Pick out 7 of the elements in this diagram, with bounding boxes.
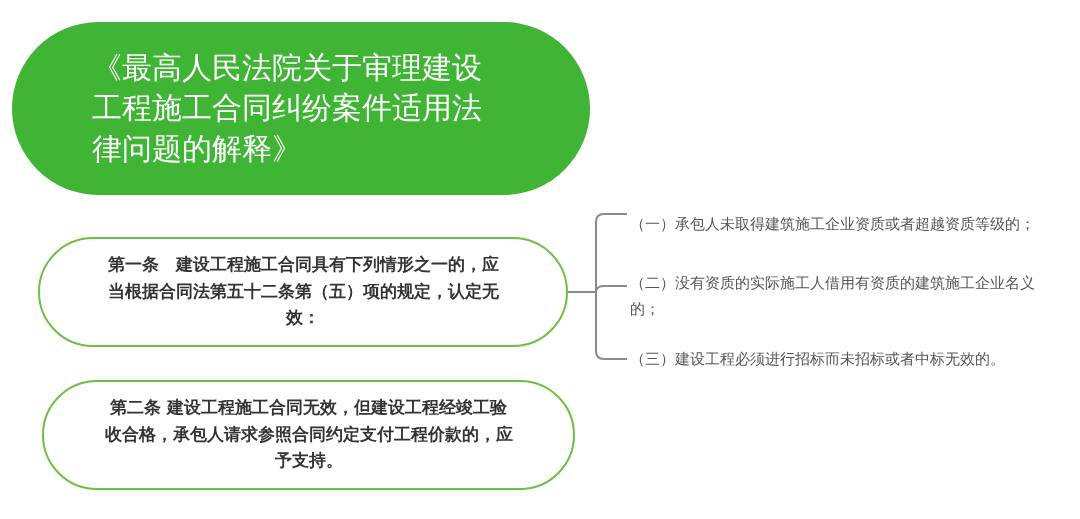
bracket-connector [567, 291, 628, 360]
article-text: 第二条 建设工程施工合同无效，但建设工程经竣工验收合格，承包人请求参照合同约定支付工程价款的，应予支持。 [104, 397, 513, 473]
title-text: 《最高人民法院关于审理建设工程施工合同纠纷案件适用法律问题的解释》 [92, 48, 483, 168]
list-item-text: （一）承包人未取得建筑施工企业资质或者超越资质等级的； [630, 200, 1050, 248]
article-text: 第一条 建设工程施工合同具有下列情形之一的，应当根据合同法第五十二条第（五）项的规定，认定无效： [106, 254, 500, 330]
list-item-text: （二）没有资质的实际施工人借用有资质的建筑施工企业名义的； [630, 272, 1050, 320]
list-item-text: （三）建设工程必须进行招标而未招标或者中标无效的。 [630, 346, 1050, 372]
